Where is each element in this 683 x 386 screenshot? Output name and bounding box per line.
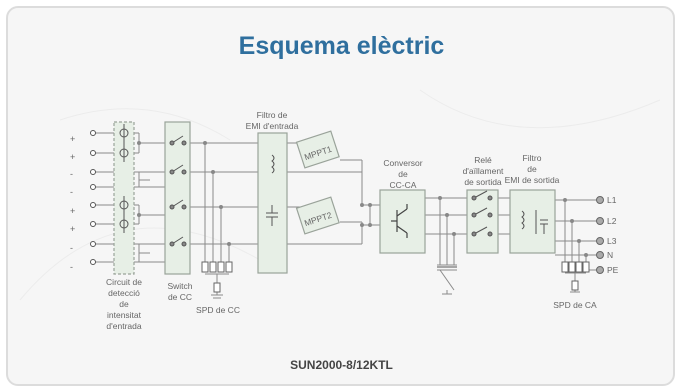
emi-input-filter-symbols (266, 154, 278, 226)
sign-2: + (70, 152, 75, 162)
label-emi-output-1: Filtro (523, 153, 542, 163)
page-title: Esquema elèctric (238, 32, 445, 60)
label-emi-output-3: EMI de sortida (505, 175, 560, 185)
label-inverter-2: de (398, 169, 408, 179)
emi-output-filter-symbols (521, 210, 548, 234)
label-spd-ac: SPD de CA (553, 300, 597, 310)
label-output-l2: L2 (607, 216, 617, 226)
sign-8: - (70, 262, 73, 272)
igbt-icon (391, 204, 408, 238)
junction-dots (137, 141, 588, 257)
input-polarity-signs: + + - - + + - - (70, 134, 75, 272)
output-relay-box (466, 189, 499, 254)
label-emi-input-1: Filtro de (257, 110, 288, 120)
label-output-l3: L3 (607, 236, 617, 246)
label-output-n: N (607, 250, 613, 260)
dc-switch-contacts (169, 135, 187, 247)
sign-4: - (70, 187, 73, 197)
inverter-box (379, 189, 426, 254)
emi-output-filter-box (509, 189, 556, 254)
label-current-detection-2: detecció (108, 288, 140, 298)
label-relay-2: d'aïllament (463, 166, 504, 176)
dc-switch-box (164, 121, 191, 275)
model-caption: SUN2000-8/12KTL (290, 358, 393, 372)
label-spd-dc: SPD de CC (196, 305, 240, 315)
label-current-detection-5: d'entrada (106, 321, 141, 331)
label-dc-switch-1: Switch (167, 281, 192, 291)
label-output-pe: PE (607, 265, 619, 275)
sign-1: + (70, 134, 75, 144)
relay-contacts (471, 190, 493, 237)
label-relay-1: Relé (474, 155, 492, 165)
label-current-detection-1: Circuit de (106, 277, 142, 287)
mppt1-box (295, 130, 340, 169)
spd-ac-elements (561, 261, 590, 291)
spd-dc-elements (201, 261, 233, 293)
label-relay-3: de sortida (464, 177, 502, 187)
mppt2-box (295, 196, 340, 235)
label-inverter-1: Conversor (383, 158, 422, 168)
sign-6: + (70, 224, 75, 234)
sign-3: - (70, 169, 73, 179)
label-current-detection-3: de (119, 299, 129, 309)
label-current-detection-4: intensitat (107, 310, 142, 320)
label-output-l1: L1 (607, 195, 617, 205)
label-emi-input-2: EMI d'entrada (246, 121, 299, 131)
input-terminals (90, 130, 96, 265)
label-inverter-3: CC-CA (390, 180, 417, 190)
label-dc-switch-2: de CC (168, 292, 192, 302)
label-emi-output-2: de (527, 164, 537, 174)
emi-input-filter-box (257, 132, 288, 274)
output-terminals (596, 196, 604, 274)
sign-5: + (70, 206, 75, 216)
current-sensor-icons (119, 124, 129, 233)
sign-7: - (70, 243, 73, 253)
